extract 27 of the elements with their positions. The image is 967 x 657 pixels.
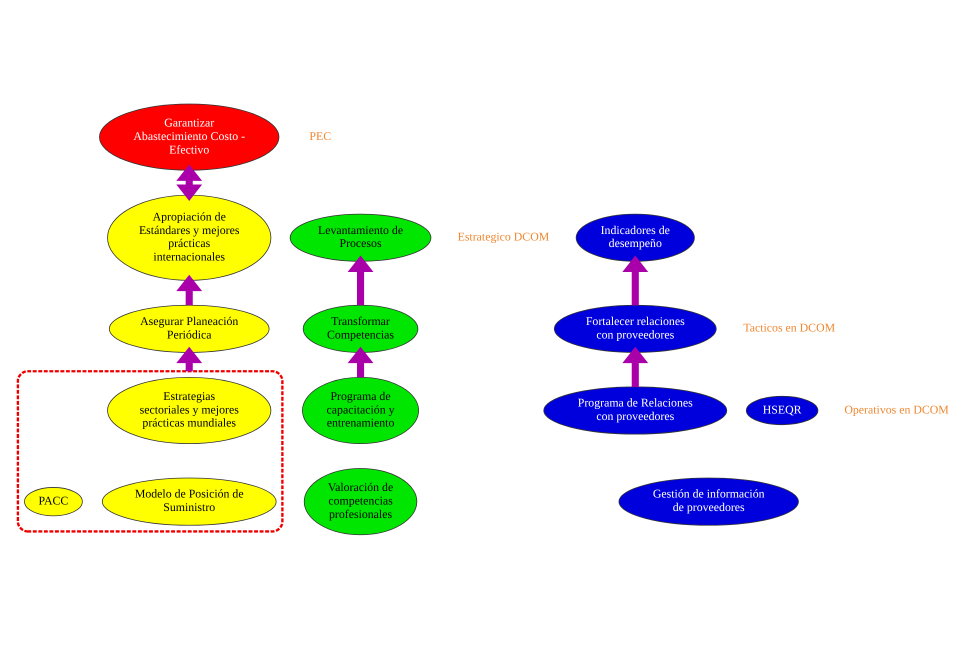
label: Estrategico DCOM bbox=[458, 228, 550, 243]
arrow bbox=[176, 164, 202, 200]
node-ellipse: Indicadores de desempeño bbox=[576, 213, 695, 262]
node-ellipse: Fortalecer relaciones con proveedores bbox=[554, 304, 717, 352]
label: PEC bbox=[309, 128, 332, 142]
node-ellipse: Estrategias sectoriales y mejores prácticas mundiales bbox=[107, 376, 272, 444]
arrow bbox=[176, 346, 202, 371]
arrow bbox=[622, 255, 648, 305]
node-ellipse: HSEQR bbox=[746, 395, 818, 425]
label: Tacticos en DCOM bbox=[743, 320, 836, 334]
cluster bbox=[16, 370, 284, 532]
node-ellipse: Gestión de información de proveedores bbox=[618, 477, 799, 526]
node-ellipse: Programa de capacitación y entrenamiento bbox=[302, 376, 420, 444]
node-ellipse: Transformar Competencias bbox=[302, 304, 418, 352]
node-ellipse: Garantizar Abastecimiento Costo - Efectivo bbox=[99, 103, 280, 170]
node-ellipse: Asegurar Planeación Periódica bbox=[108, 304, 270, 352]
arrow bbox=[348, 346, 374, 377]
arrow bbox=[176, 274, 202, 305]
node-ellipse: Apropiación de Estándares y mejores prácticas internacionales bbox=[107, 194, 272, 280]
arrow bbox=[622, 346, 648, 386]
node-ellipse: Valoración de competencias profesionales bbox=[304, 468, 418, 535]
label: Operativos en DCOM bbox=[844, 402, 949, 416]
arrow bbox=[348, 255, 374, 305]
node-ellipse: Modelo de Posición de Suministro bbox=[102, 477, 277, 526]
node-ellipse: Levantamiento de Procesos bbox=[290, 213, 432, 262]
node-ellipse: PACC bbox=[24, 486, 83, 516]
node-ellipse: Programa de Relaciones con proveedores bbox=[543, 386, 728, 434]
